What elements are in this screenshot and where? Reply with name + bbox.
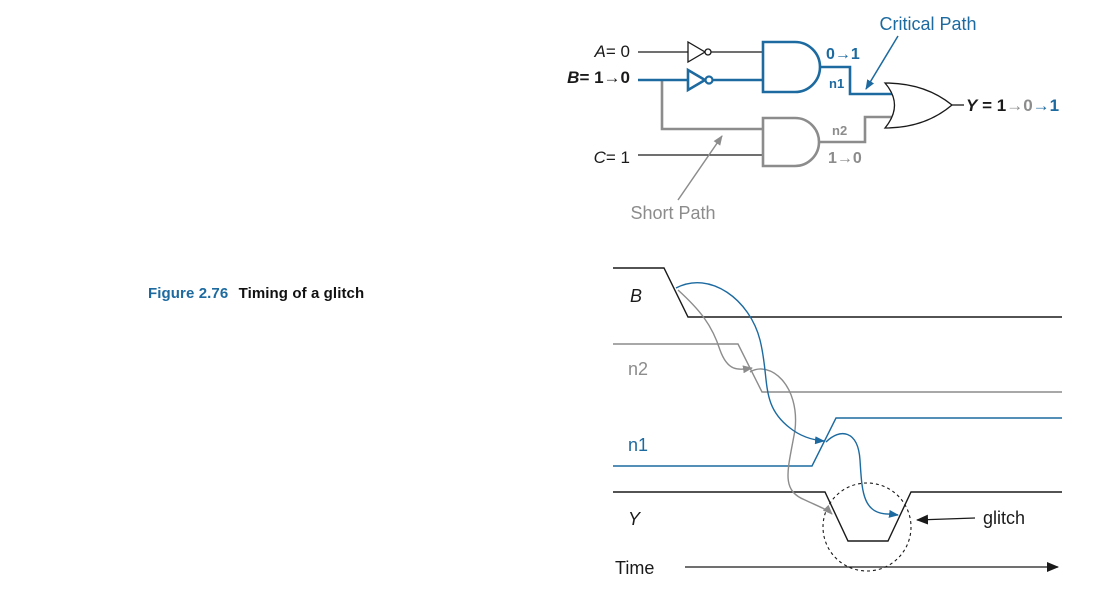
and-gate-n2 (761, 116, 821, 168)
inverter-b (686, 67, 708, 93)
timing-diagram: B n2 n1 Y glitch Time (613, 267, 1062, 578)
signal-n1-label: n1 (628, 435, 648, 455)
causality-b-to-n2 (677, 289, 753, 374)
glitch-label: glitch (983, 508, 1025, 528)
figure-number: Figure 2.76 (148, 285, 229, 302)
inverter-b-bubble (704, 75, 714, 85)
waveform-b (613, 267, 1062, 318)
signal-n2-label: n2 (628, 359, 648, 379)
and-gate-n1 (761, 40, 822, 94)
signal-y-label: Y (628, 509, 642, 529)
wire-n1 (820, 65, 895, 96)
figure-title: Timing of a glitch (238, 285, 365, 302)
or-gate (883, 82, 954, 129)
input-c-label: C= 1 (594, 148, 630, 167)
input-a-label: A= 0 (594, 42, 630, 61)
waveform-n2 (613, 343, 1062, 393)
inverter-a (687, 40, 707, 64)
critical-path-arrow (865, 35, 899, 90)
short-path-label: Short Path (630, 203, 715, 223)
circuit-schematic: A= 0 B= 1→0 C= 1 Critical Path 0→1 n1 n2… (567, 14, 1059, 223)
wire-n2 (819, 115, 895, 144)
causality-b-to-n1 (675, 282, 825, 445)
glitch-arrow (916, 514, 976, 525)
input-b-label: B= 1→0 (567, 68, 630, 87)
causality-n1-to-y (825, 433, 899, 518)
n2-transition-label: 1→0 (828, 150, 862, 167)
n1-label: n1 (829, 76, 844, 91)
waveform-n1 (613, 417, 1062, 467)
time-label: Time (615, 558, 654, 578)
causality-n2-to-y (749, 368, 833, 515)
short-path-arrow (677, 135, 723, 201)
critical-path-label: Critical Path (879, 14, 976, 34)
waveform-y (613, 491, 1062, 542)
glitch-circle (822, 482, 912, 572)
inverter-a-bubble (704, 48, 712, 56)
n1-transition-label: 0→1 (826, 46, 860, 63)
wire-b-short-path (660, 80, 763, 131)
figure-caption: Figure 2.76 Timing of a glitch (148, 285, 364, 302)
output-y-label: Y = 1→0→1 (966, 96, 1059, 115)
signal-b-label: B (630, 286, 642, 306)
n2-label: n2 (832, 123, 847, 138)
